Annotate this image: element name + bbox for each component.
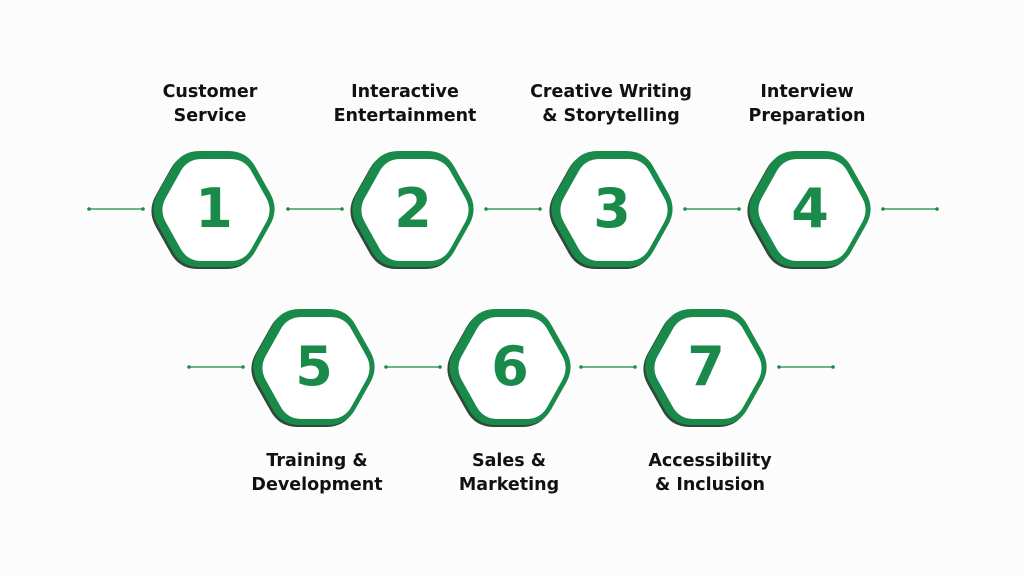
hexagon-face: [361, 159, 469, 261]
hexagon-face: [654, 317, 762, 419]
step-1-hexagon: 1: [146, 147, 282, 271]
step-4-hexagon: 4: [742, 147, 878, 271]
step-1-label: Customer Service: [100, 80, 320, 128]
connector-2-3: [484, 207, 542, 211]
step-6-label-line2: Marketing: [458, 475, 560, 495]
hexagon-face: [458, 317, 566, 419]
hexagon-face: [162, 159, 270, 261]
step-6-label-line1: Sales &: [471, 451, 547, 471]
step-1-label-line2: Service: [173, 106, 247, 126]
step-3-label: Creative Writing & Storytelling: [501, 80, 721, 128]
step-5-label-line1: Training &: [266, 451, 368, 471]
hexagon-face: [262, 317, 370, 419]
step-4-label-line2: Preparation: [748, 106, 866, 126]
step-7-label-line1: Accessibility: [648, 451, 772, 471]
step-7-label: Accessibility & Inclusion: [600, 449, 820, 497]
step-4-label-line1: Interview: [760, 82, 854, 102]
step-3-label-line2: & Storytelling: [542, 106, 680, 126]
step-2-label: Interactive Entertainment: [295, 80, 515, 128]
step-5-hexagon: 5: [246, 305, 382, 429]
connector-right-of-4: [881, 207, 939, 211]
step-7-hexagon: 7: [638, 305, 774, 429]
step-7-label-line2: & Inclusion: [654, 475, 766, 495]
step-6-hexagon: 6: [442, 305, 578, 429]
connector-left-of-1: [87, 207, 145, 211]
step-5-label: Training & Development: [207, 449, 427, 497]
step-2-label-line2: Entertainment: [333, 106, 477, 126]
step-4-label: Interview Preparation: [697, 80, 917, 128]
connector-3-4: [683, 207, 741, 211]
step-6-label: Sales & Marketing: [399, 449, 619, 497]
connector-right-of-7: [777, 365, 835, 369]
connector-left-of-5: [187, 365, 245, 369]
step-3-label-line1: Creative Writing: [530, 82, 692, 102]
step-2-label-line1: Interactive: [351, 82, 459, 102]
hexagon-face: [560, 159, 668, 261]
connector-5-6: [384, 365, 442, 369]
hexagon-face: [758, 159, 866, 261]
connector-6-7: [579, 365, 637, 369]
step-1-label-line1: Customer: [162, 82, 258, 102]
step-3-hexagon: 3: [544, 147, 680, 271]
step-5-label-line2: Development: [251, 475, 383, 495]
step-2-hexagon: 2: [345, 147, 481, 271]
connector-1-2: [286, 207, 344, 211]
